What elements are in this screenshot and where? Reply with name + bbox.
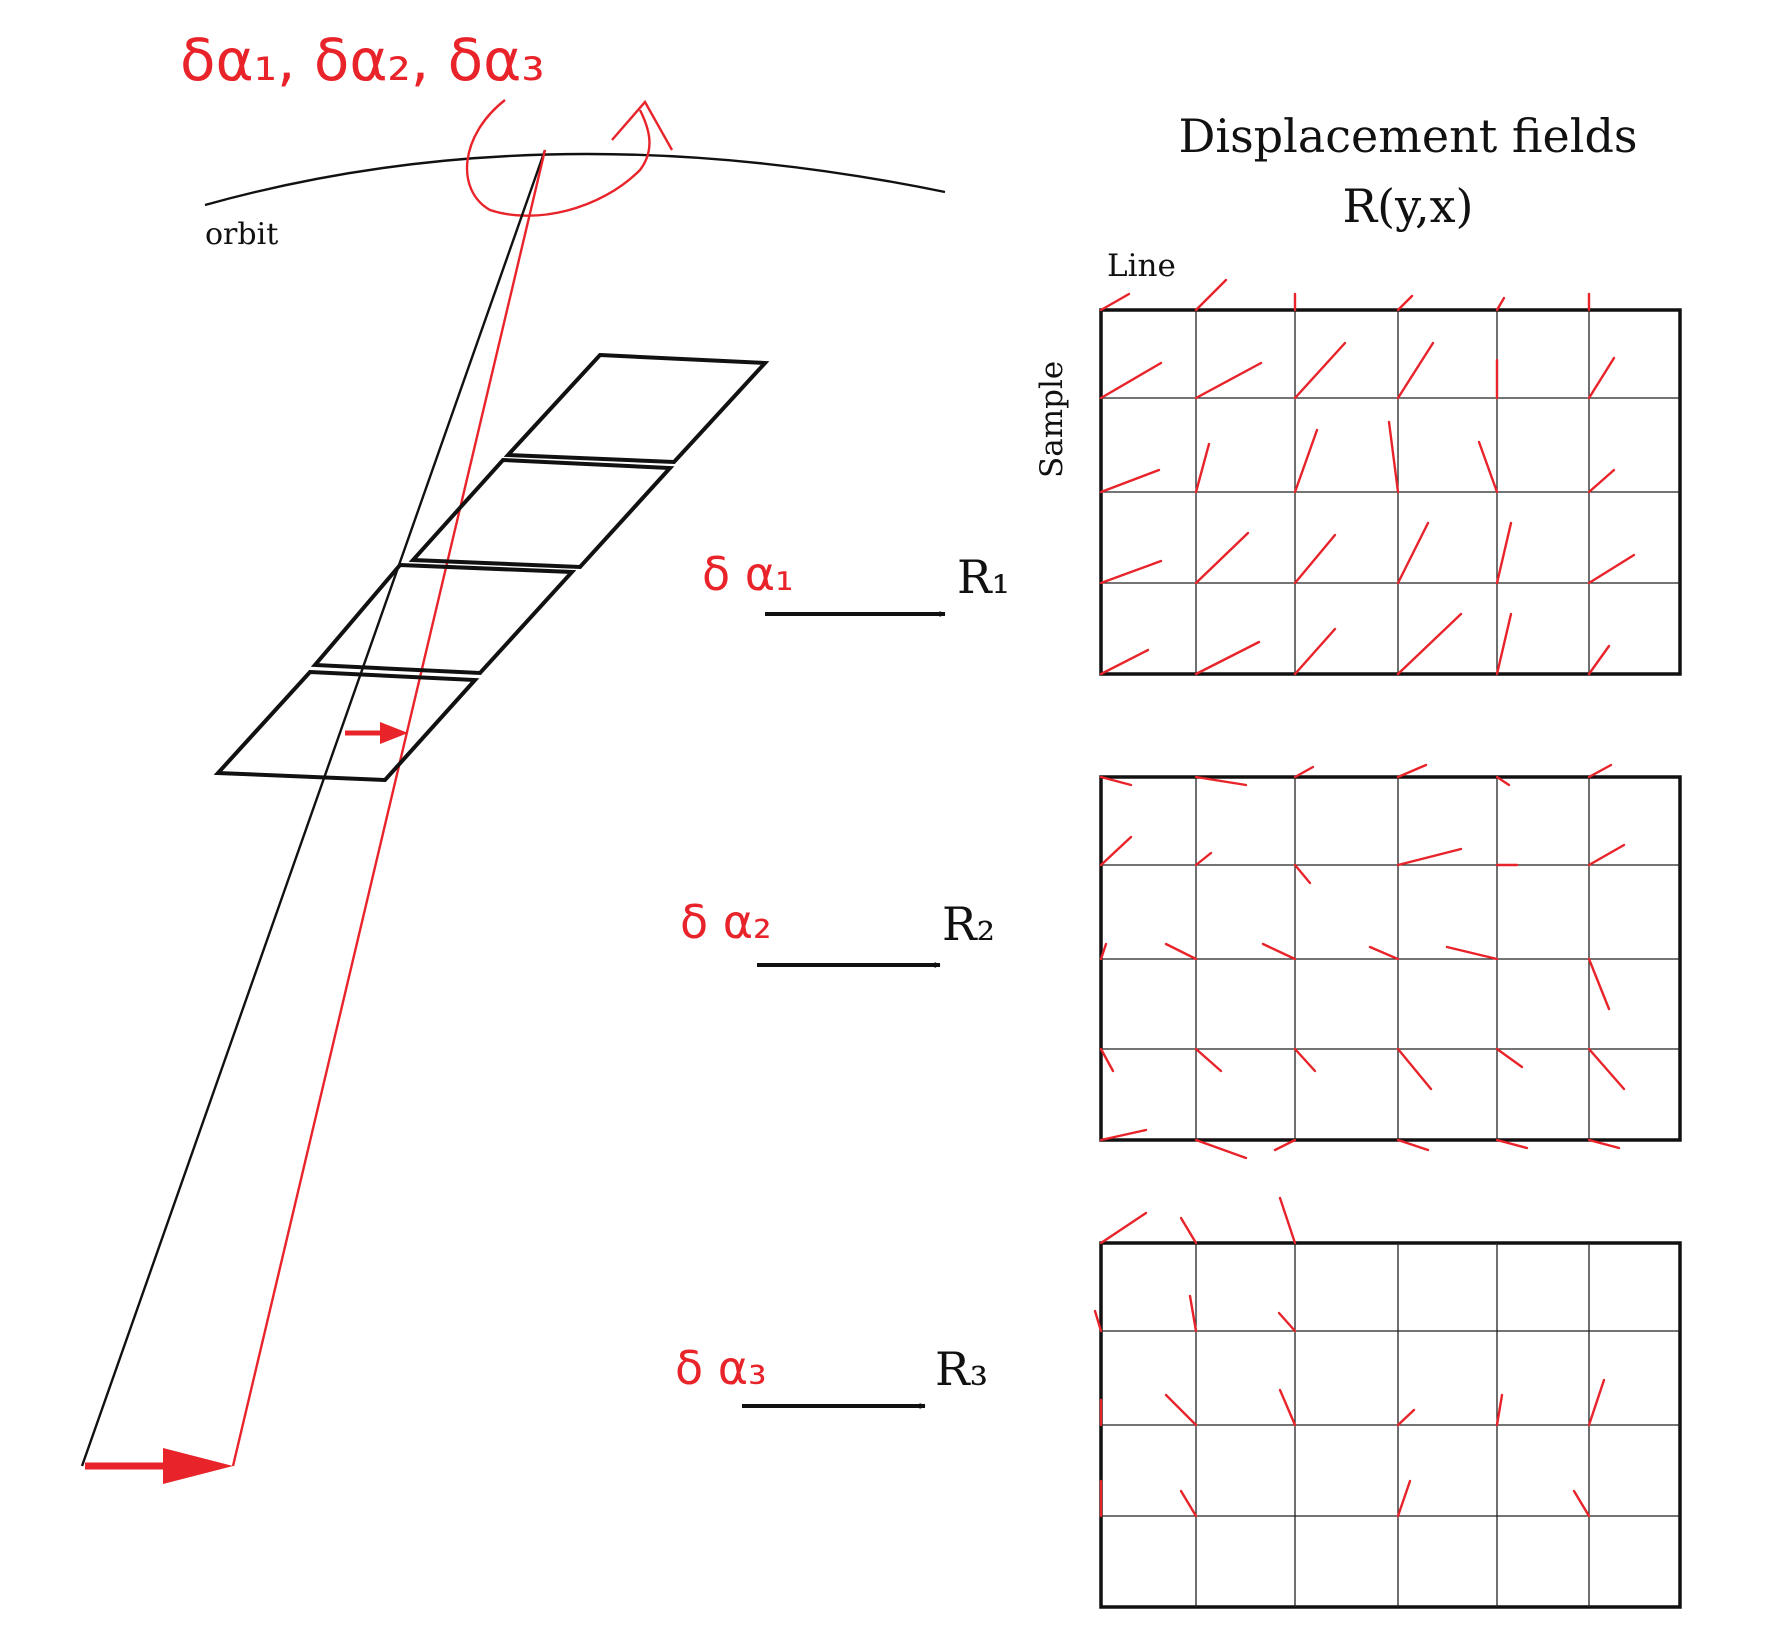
displacement-vector bbox=[1587, 1138, 1621, 1150]
displacement-vector bbox=[1099, 468, 1161, 494]
displacement-vector bbox=[1396, 1047, 1433, 1091]
displacement-vector bbox=[1396, 1479, 1412, 1518]
displacement-vector bbox=[1495, 612, 1513, 676]
displacement-vector bbox=[1261, 942, 1297, 961]
displacement-vector bbox=[1396, 341, 1435, 400]
displacement-vector bbox=[1396, 521, 1430, 585]
angle-label-3: δ α₃ bbox=[675, 1341, 767, 1395]
displacement-vector bbox=[1445, 945, 1499, 961]
displacement-vector bbox=[1396, 1138, 1430, 1152]
result-label-2: R₂ bbox=[942, 897, 995, 951]
displacement-vector bbox=[1293, 428, 1319, 494]
displacement-vector bbox=[1099, 292, 1131, 312]
displacement-vector bbox=[1587, 553, 1636, 585]
displacement-vector bbox=[1194, 442, 1211, 494]
displacement-vector bbox=[1293, 341, 1347, 400]
result-label-1: R₁ bbox=[957, 550, 1010, 604]
displacement-vector bbox=[1099, 361, 1163, 400]
displacement-vector bbox=[1396, 612, 1463, 676]
displacement-vector bbox=[1194, 278, 1228, 312]
displacement-vector bbox=[1099, 648, 1150, 676]
displacement-field-grid-1 bbox=[1099, 278, 1682, 676]
displacement-vector bbox=[1477, 440, 1499, 494]
displacement-vector bbox=[1194, 640, 1261, 676]
displacement-vector bbox=[1587, 1047, 1626, 1091]
displacement-vector bbox=[1387, 420, 1400, 494]
sample-axis-label: Sample bbox=[1034, 361, 1070, 478]
footprint-shift-arrow bbox=[345, 722, 408, 744]
perturbed-line-of-sight bbox=[231, 149, 547, 1467]
displacement-vector bbox=[1368, 945, 1400, 961]
fields-title-line1: Displacement fields bbox=[1178, 109, 1637, 163]
displacement-vector bbox=[1099, 942, 1108, 961]
nominal-line-of-sight bbox=[80, 149, 547, 1467]
displacement-vector bbox=[1396, 763, 1428, 779]
displacement-vector bbox=[1396, 294, 1414, 312]
displacement-vector bbox=[1587, 843, 1626, 867]
result-label-3: R₃ bbox=[935, 1342, 988, 1396]
displacement-vector bbox=[1099, 1128, 1148, 1142]
displacement-vector bbox=[1194, 775, 1248, 787]
displacement-vector bbox=[1188, 1294, 1198, 1333]
displacement-vector bbox=[1194, 851, 1213, 867]
angle-label-2: δ α₂ bbox=[680, 895, 772, 949]
displacement-vector bbox=[1164, 942, 1198, 961]
displacement-vector bbox=[1099, 835, 1133, 867]
displacement-vector bbox=[1194, 1138, 1248, 1160]
fields-title-line2: R(y,x) bbox=[1343, 179, 1474, 233]
row-2-mapping: δ α₂ R₂ bbox=[680, 895, 995, 968]
displacement-vector bbox=[1495, 775, 1511, 787]
rotation-arrow-icon bbox=[465, 99, 674, 217]
displacement-vector bbox=[1194, 531, 1250, 585]
orbit-label: orbit bbox=[205, 217, 278, 252]
displacement-vector bbox=[1495, 521, 1513, 585]
displacement-vector bbox=[1273, 1138, 1297, 1152]
line-axis-label: Line bbox=[1107, 248, 1176, 284]
displacement-vector bbox=[1293, 627, 1337, 676]
displacement-vector bbox=[1277, 1311, 1297, 1333]
displacement-vector bbox=[1587, 1378, 1606, 1427]
angle-label-1: δ α₁ bbox=[702, 547, 794, 601]
displacement-vector bbox=[1164, 1393, 1198, 1427]
displacement-vector bbox=[1587, 356, 1616, 400]
orbit-arc bbox=[204, 152, 946, 207]
displacement-vector bbox=[1495, 1393, 1504, 1427]
displacement-vector bbox=[1293, 1047, 1317, 1073]
displacement-vector bbox=[1587, 644, 1611, 676]
displacement-vector bbox=[1099, 559, 1163, 585]
displacement-vector bbox=[1293, 765, 1315, 779]
displacement-vector bbox=[1495, 1047, 1524, 1069]
displacement-vector bbox=[1495, 296, 1506, 312]
displacement-vector bbox=[1093, 1309, 1103, 1333]
displacement-vector bbox=[1278, 1196, 1297, 1245]
displacement-vector bbox=[1587, 468, 1616, 494]
displacement-vector bbox=[1396, 1408, 1416, 1427]
displacement-vector bbox=[1099, 775, 1133, 787]
displacement-vector bbox=[1194, 361, 1263, 400]
displacement-vector bbox=[1099, 1047, 1115, 1073]
row-3-mapping: δ α₃ R₃ bbox=[675, 1341, 988, 1409]
displacement-vector bbox=[1194, 1047, 1223, 1073]
displacement-field-grid-3 bbox=[1093, 1196, 1682, 1609]
displacement-vector bbox=[1278, 1388, 1297, 1427]
ground-shift-arrow bbox=[85, 1448, 233, 1484]
ground-footprints bbox=[213, 352, 770, 783]
row-1-mapping: δ α₁ R₁ bbox=[702, 547, 1010, 617]
displacement-vector bbox=[1587, 957, 1611, 1011]
displacement-vector bbox=[1495, 1138, 1529, 1150]
attitude-angles-label: δα₁, δα₂, δα₃ bbox=[180, 26, 545, 94]
displacement-vector bbox=[1396, 847, 1463, 867]
displacement-vector bbox=[1099, 1211, 1148, 1245]
displacement-vector bbox=[1179, 1489, 1198, 1518]
displacement-vector bbox=[1293, 533, 1337, 585]
displacement-vector bbox=[1293, 863, 1312, 885]
displacement-vector bbox=[1179, 1216, 1198, 1245]
displacement-vector bbox=[1587, 763, 1613, 779]
displacement-field-grid-2 bbox=[1099, 763, 1682, 1160]
displacement-vector bbox=[1572, 1489, 1591, 1518]
